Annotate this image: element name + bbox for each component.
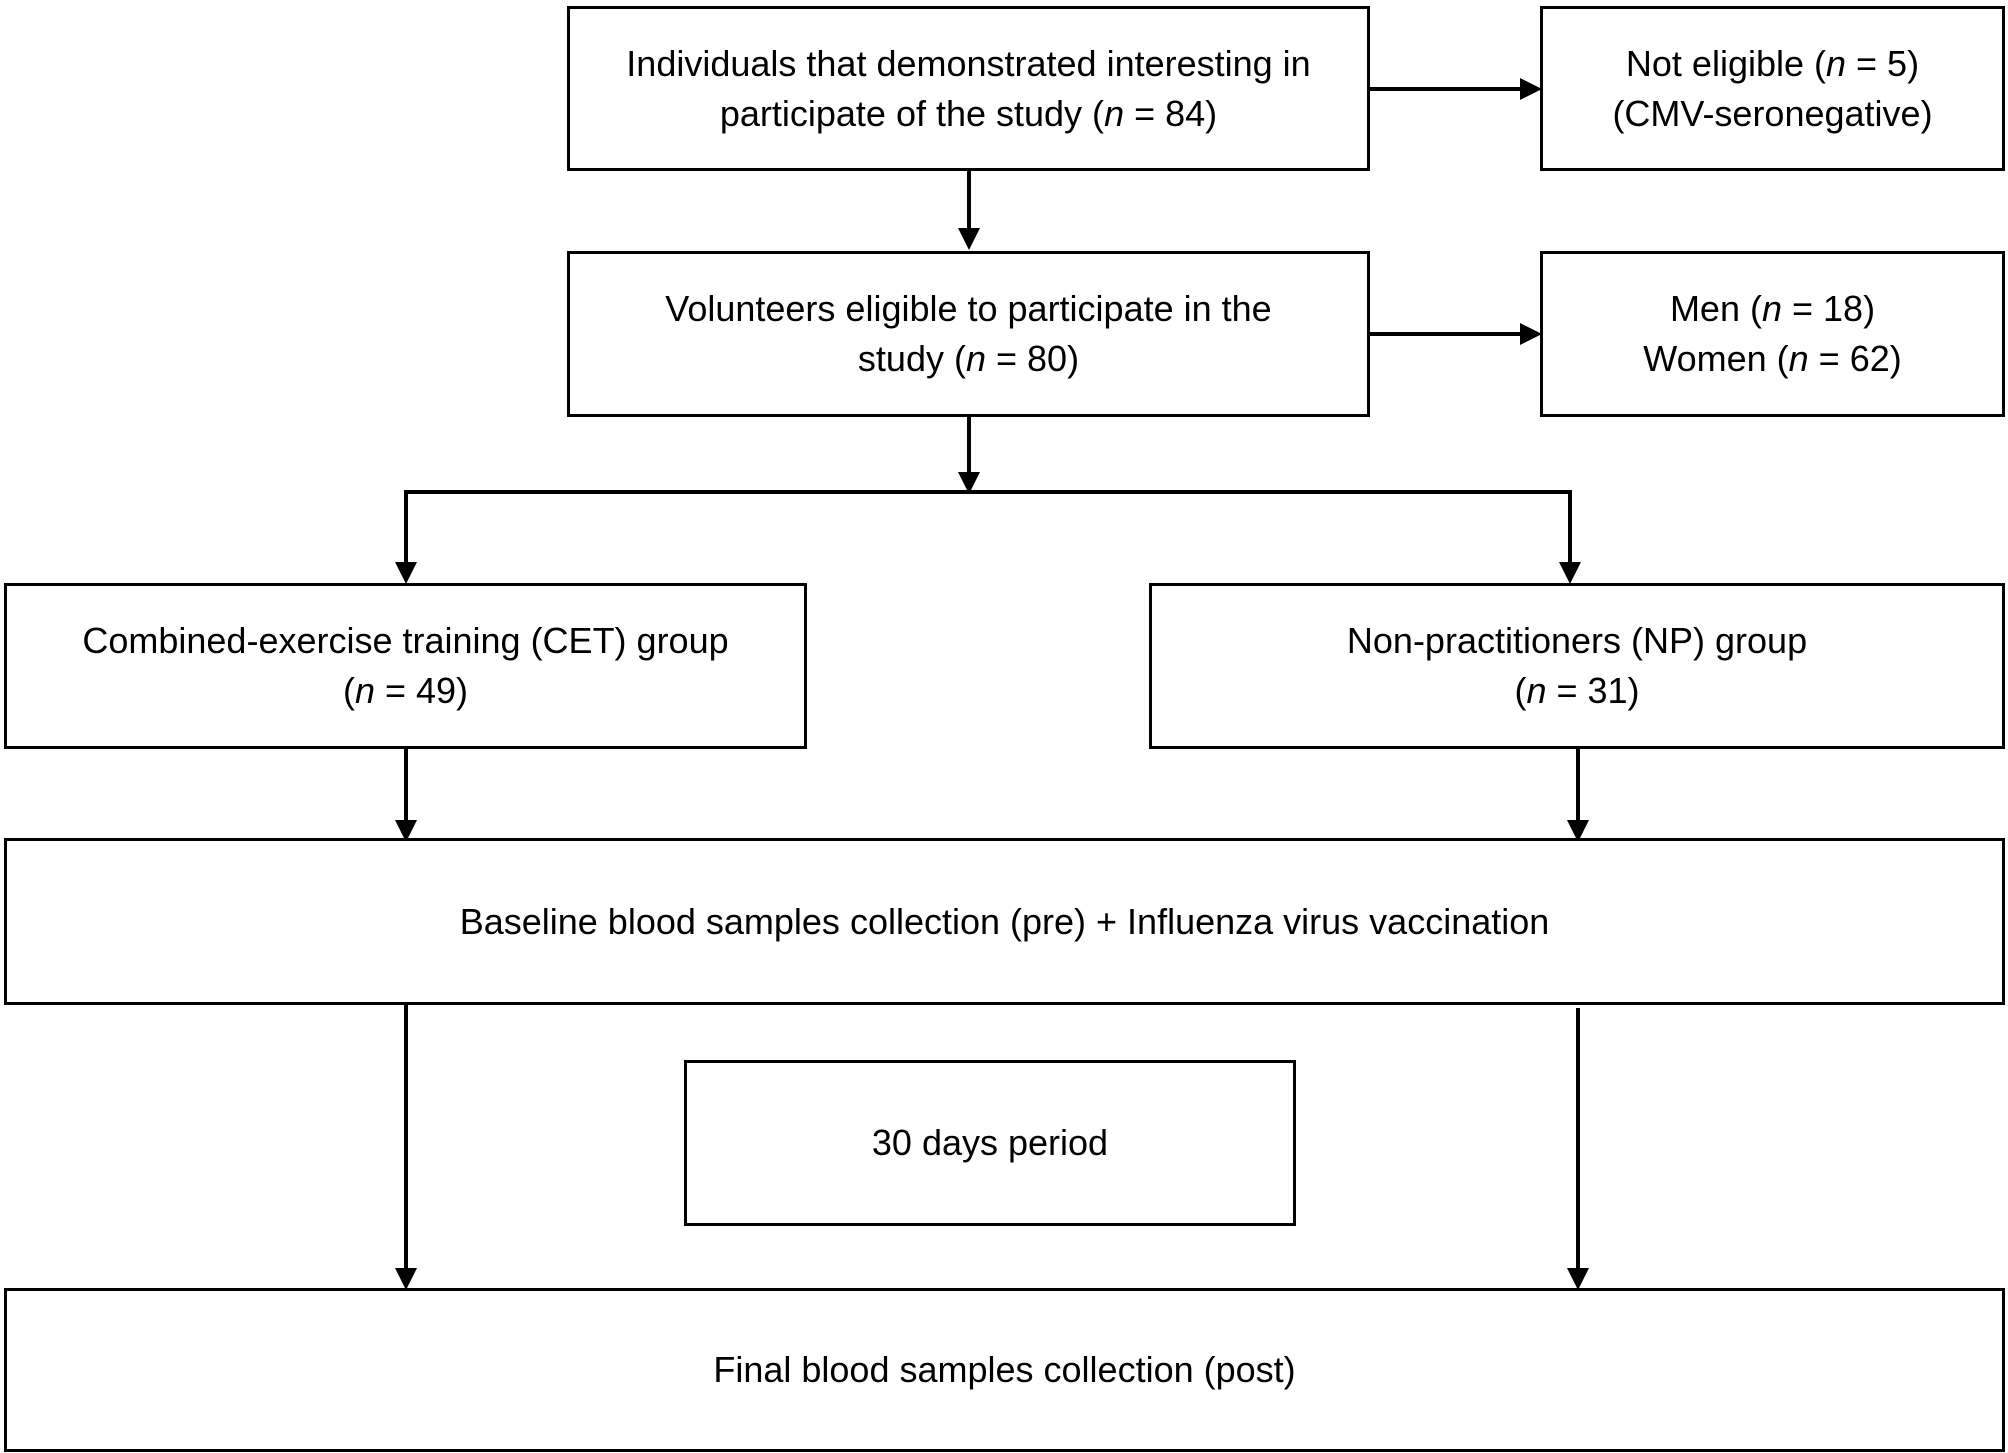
not-eligible-box: Not eligible (n = 5) (CMV-seronegative) <box>1540 6 2005 171</box>
screened-line-2: participate of the study (n = 84) <box>719 92 1218 134</box>
baseline-text: Baseline blood samples collection (pre) … <box>459 900 1550 942</box>
np-line-1: Non-practitioners (NP) group <box>1346 620 1808 661</box>
eligible-line-2: study (n = 80) <box>857 338 1080 379</box>
sex-distribution-box: Men (n = 18) Women (n = 62) <box>1540 251 2005 417</box>
cet-line-1: Combined-exercise training (CET) group <box>82 620 729 661</box>
arrowhead-baseline-right <box>1567 820 1589 842</box>
arrowhead-np <box>1559 562 1581 584</box>
arrowhead-not-eligible <box>1520 78 1542 100</box>
np-group-box: Non-practitioners (NP) group (n = 31) <box>1149 583 2005 749</box>
baseline-box: Baseline blood samples collection (pre) … <box>4 838 2005 1005</box>
screened-box: Individuals that demonstrated interestin… <box>567 6 1370 171</box>
eligible-box: Volunteers eligible to participate in th… <box>567 251 1370 417</box>
arrowhead-sex <box>1520 323 1542 345</box>
arrowhead-cet <box>395 562 417 584</box>
cet-line-2: (n = 49) <box>342 670 469 711</box>
arrowhead-final-right <box>1567 1268 1589 1290</box>
eligible-line-1: Volunteers eligible to participate in th… <box>665 288 1272 329</box>
np-line-2: (n = 31) <box>1514 670 1640 711</box>
period-box: 30 days period <box>684 1060 1296 1226</box>
final-box: Final blood samples collection (post) <box>4 1288 2005 1452</box>
arrowhead-split <box>958 472 980 494</box>
final-text: Final blood samples collection (post) <box>713 1349 1296 1390</box>
not-eligible-line-2: (CMV-seronegative) <box>1612 92 1933 134</box>
arrowhead-final-left <box>395 1268 417 1290</box>
screened-line-1: Individuals that demonstrated interestin… <box>626 42 1311 84</box>
women-count: Women (n = 62) <box>1643 338 1902 379</box>
arrowhead-eligible <box>958 228 980 250</box>
not-eligible-line-1: Not eligible (n = 5) <box>1625 42 1920 84</box>
period-text: 30 days period <box>871 1122 1109 1163</box>
men-count: Men (n = 18) <box>1669 288 1876 329</box>
cet-group-box: Combined-exercise training (CET) group (… <box>4 583 807 749</box>
arrowhead-baseline-left <box>395 820 417 842</box>
